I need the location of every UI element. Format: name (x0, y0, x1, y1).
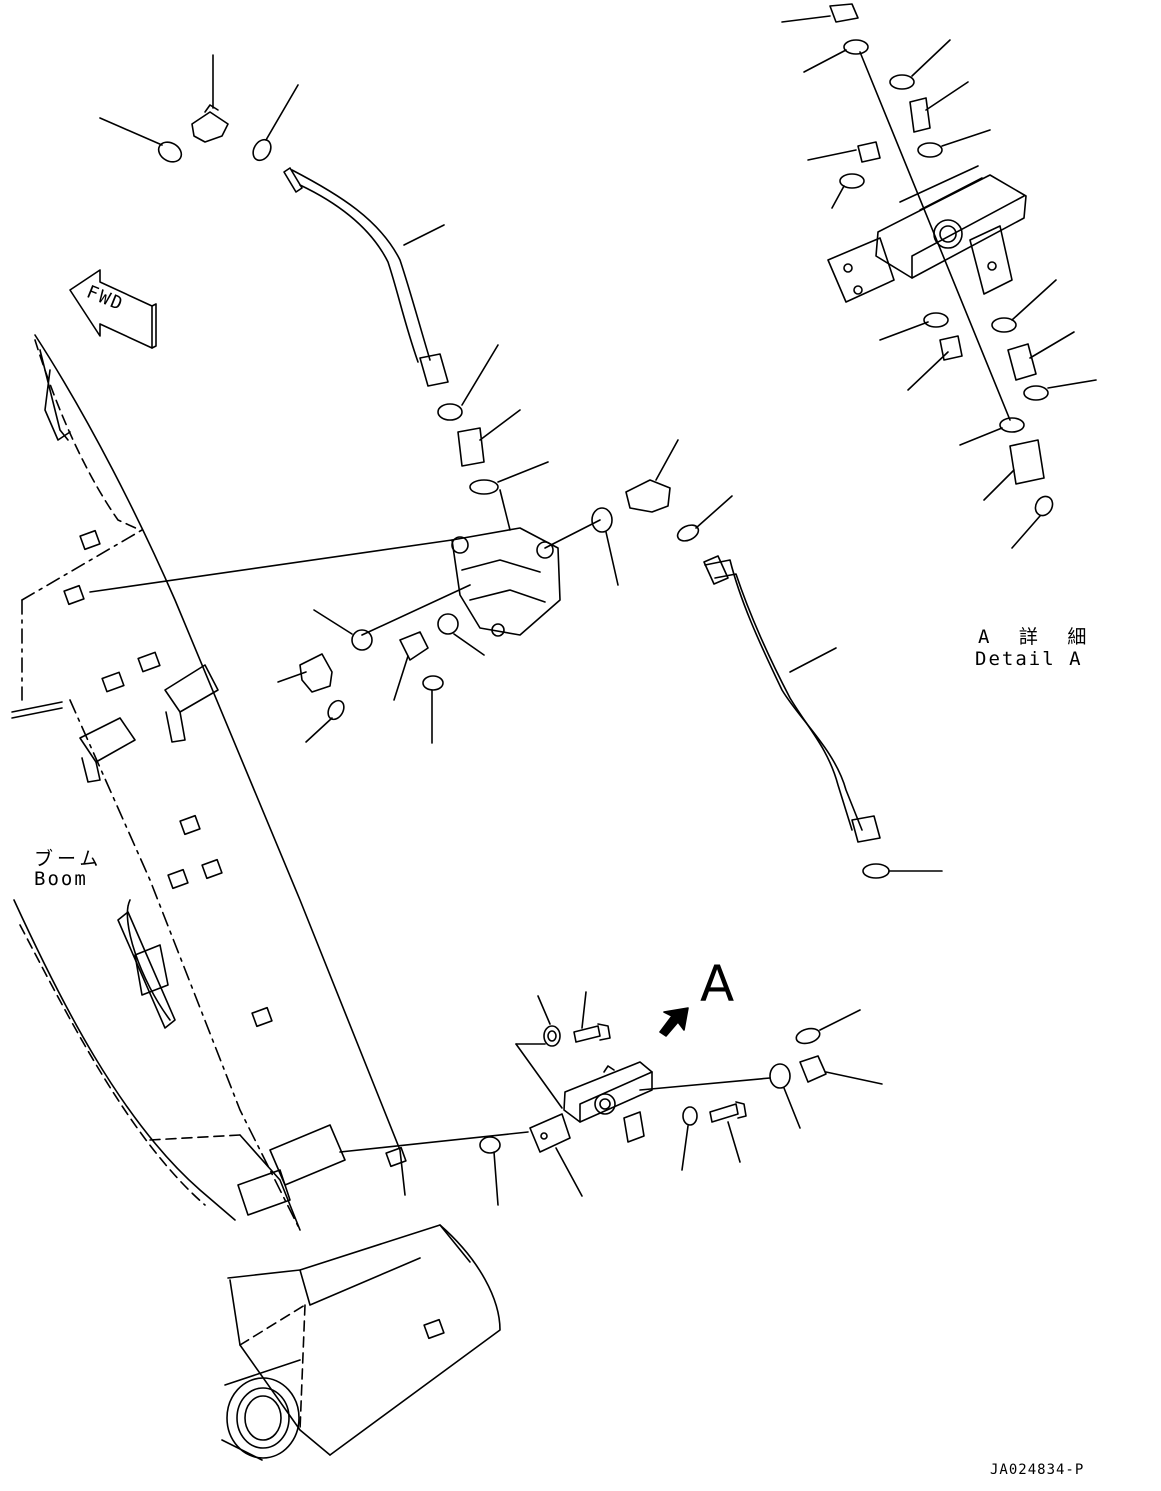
boom-label-en: Boom (34, 868, 88, 890)
detail-a-label-jp: A 詳 細 (978, 626, 1096, 648)
boom-label-jp: ブーム (34, 848, 103, 870)
lower-bracket-assembly (339, 991, 883, 1206)
fwd-arrow (69, 269, 157, 349)
boom-structure (11, 334, 501, 1461)
upper-hose-assembly (99, 54, 549, 495)
lower-right-hose (703, 555, 943, 879)
central-valve-block (89, 489, 619, 656)
detail-a-label-en: Detail A (975, 648, 1083, 670)
boom-clamp-blocks (63, 529, 445, 1340)
view-arrow-label: A (700, 955, 735, 1013)
left-fittings (277, 439, 733, 744)
drawing-code: JA024834-P (990, 1462, 1085, 1478)
detail-a-assembly (781, 3, 1097, 549)
